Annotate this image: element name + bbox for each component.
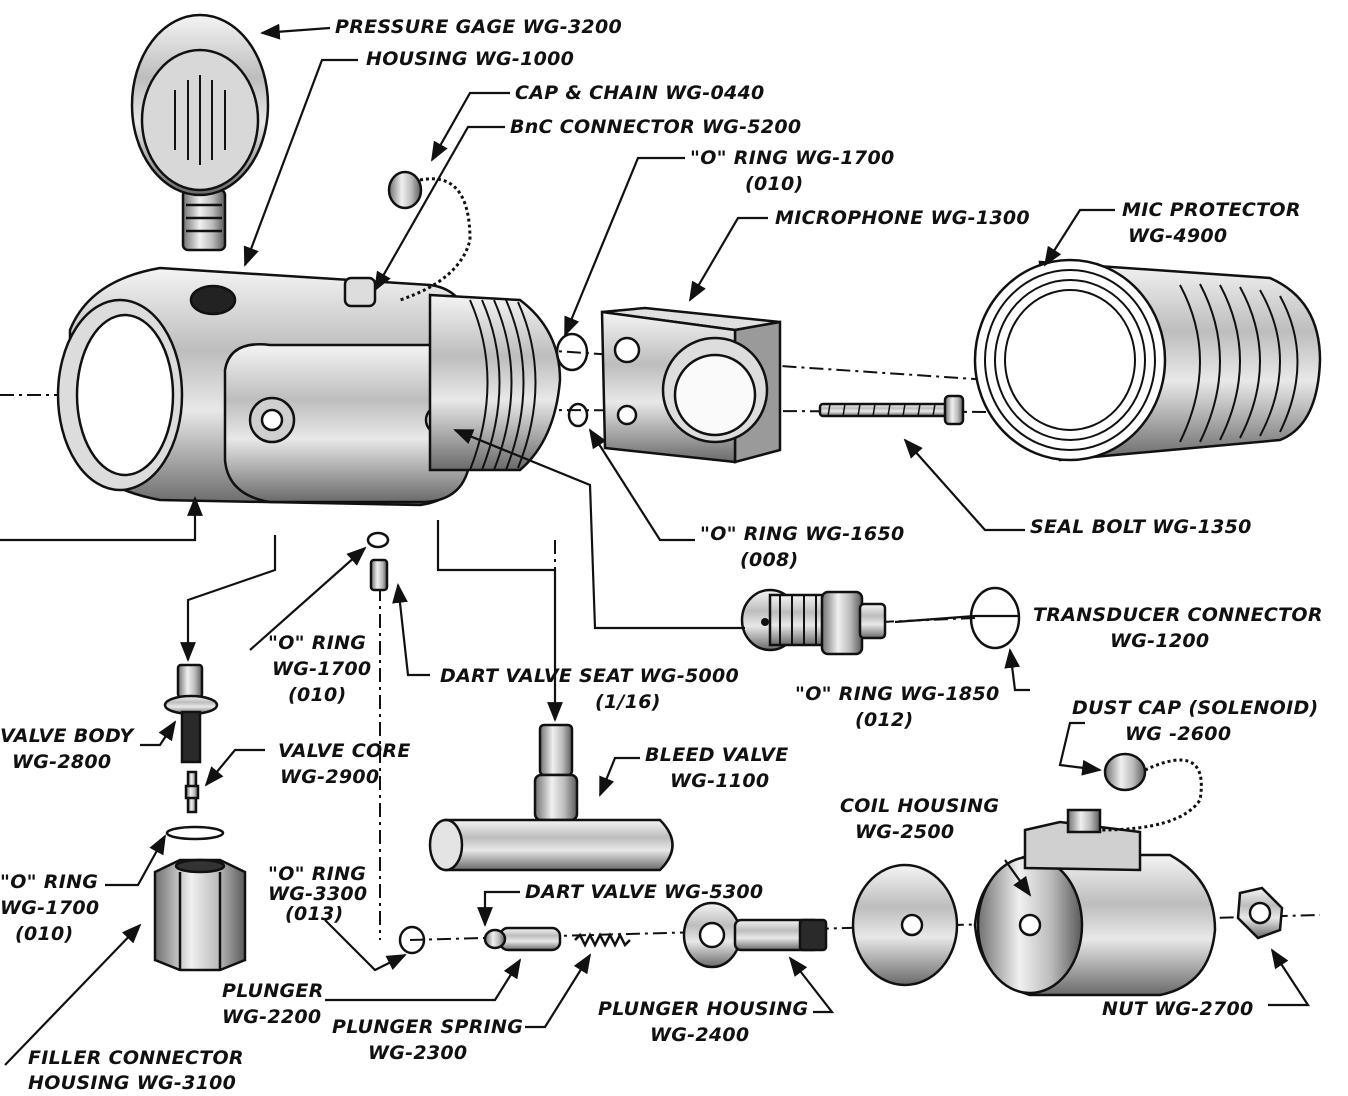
microphone-part (600, 306, 782, 464)
label-seal-bolt: SEAL BOLT WG-1350 (1030, 516, 1252, 538)
dust-cap-part (1099, 752, 1203, 832)
label-dart-valve-seat: DART VALVE SEAT WG-5000 (1/16) (440, 665, 746, 713)
mic-protector-part (973, 258, 1322, 462)
label-transducer-connector: TRANSDUCER CONNECTOR WG-1200 (1033, 604, 1330, 652)
label-o-ring-1700-top: "O" RING WG-1700 (010) (690, 147, 901, 195)
label-cap-and-chain: CAP & CHAIN WG-0440 (515, 82, 765, 104)
o-ring-3300-part (398, 925, 426, 955)
label-dust-cap: DUST CAP (SOLENOID) WG -2600 (1072, 697, 1325, 745)
label-o-ring-1700-left: "O" RING WG-1700 (010) (0, 871, 106, 945)
plunger-housing-part (682, 901, 828, 969)
label-coil-housing: COIL HOUSING WG-2500 (840, 795, 1006, 843)
labels: PRESSURE GAGE WG-3200 HOUSING WG-1000 CA… (0, 16, 1330, 1094)
label-plunger-spring: PLUNGER SPRING WG-2300 (332, 1016, 530, 1064)
label-plunger: PLUNGER WG-2200 (222, 980, 331, 1028)
label-bleed-valve: BLEED VALVE WG-1100 (645, 744, 795, 792)
nut-part (1236, 886, 1284, 940)
dart-valve-seat-part (369, 558, 389, 592)
label-bnc-connector: BnC CONNECTOR WG-5200 (510, 116, 801, 138)
label-microphone: MICROPHONE WG-1300 (775, 207, 1030, 229)
label-filler-connector: FILLER CONNECTOR HOUSING WG-3100 (28, 1047, 251, 1094)
label-plunger-housing: PLUNGER HOUSING WG-2400 (598, 998, 815, 1046)
label-nut: NUT WG-2700 (1102, 998, 1254, 1020)
coil-washer-part (851, 863, 959, 987)
coil-housing-part (973, 808, 1217, 997)
label-o-ring-3300: "O" RING WG-3300 (013) (268, 863, 374, 925)
label-o-ring-1850: "O" RING WG-1850 (012) (795, 683, 1006, 731)
o-ring-1700-left-part (165, 825, 225, 841)
bleed-valve-part (428, 723, 674, 872)
label-pressure-gage: PRESSURE GAGE WG-3200 (335, 16, 622, 38)
leader-lines (0, 23, 1311, 1066)
label-valve-body: VALVE BODY WG-2800 (0, 725, 141, 773)
seal-bolt-part (818, 394, 965, 426)
pressure-gage-part (130, 13, 270, 252)
o-ring-1700-mid-part (366, 531, 390, 549)
housing-part (56, 266, 562, 507)
plunger-part (483, 926, 562, 952)
label-valve-core: VALVE CORE WG-2900 (278, 740, 418, 788)
plunger-spring-part (574, 932, 631, 948)
filler-connector-part (153, 858, 247, 972)
label-o-ring-1650: "O" RING WG-1650 (008) (700, 523, 911, 571)
o-ring-1650-part (567, 402, 589, 428)
valve-body-part (163, 663, 219, 764)
o-ring-1850-part (969, 586, 1021, 650)
transducer-connector-part (740, 588, 887, 656)
label-dart-valve: DART VALVE WG-5300 (525, 881, 763, 903)
cap-and-chain-part (387, 170, 472, 302)
valve-core-part (184, 770, 200, 814)
label-mic-protector: MIC PROTECTOR WG-4900 (1122, 199, 1308, 247)
label-housing: HOUSING WG-1000 (366, 48, 574, 70)
label-o-ring-1700-mid: "O" RING WG-1700 (010) (268, 632, 378, 706)
